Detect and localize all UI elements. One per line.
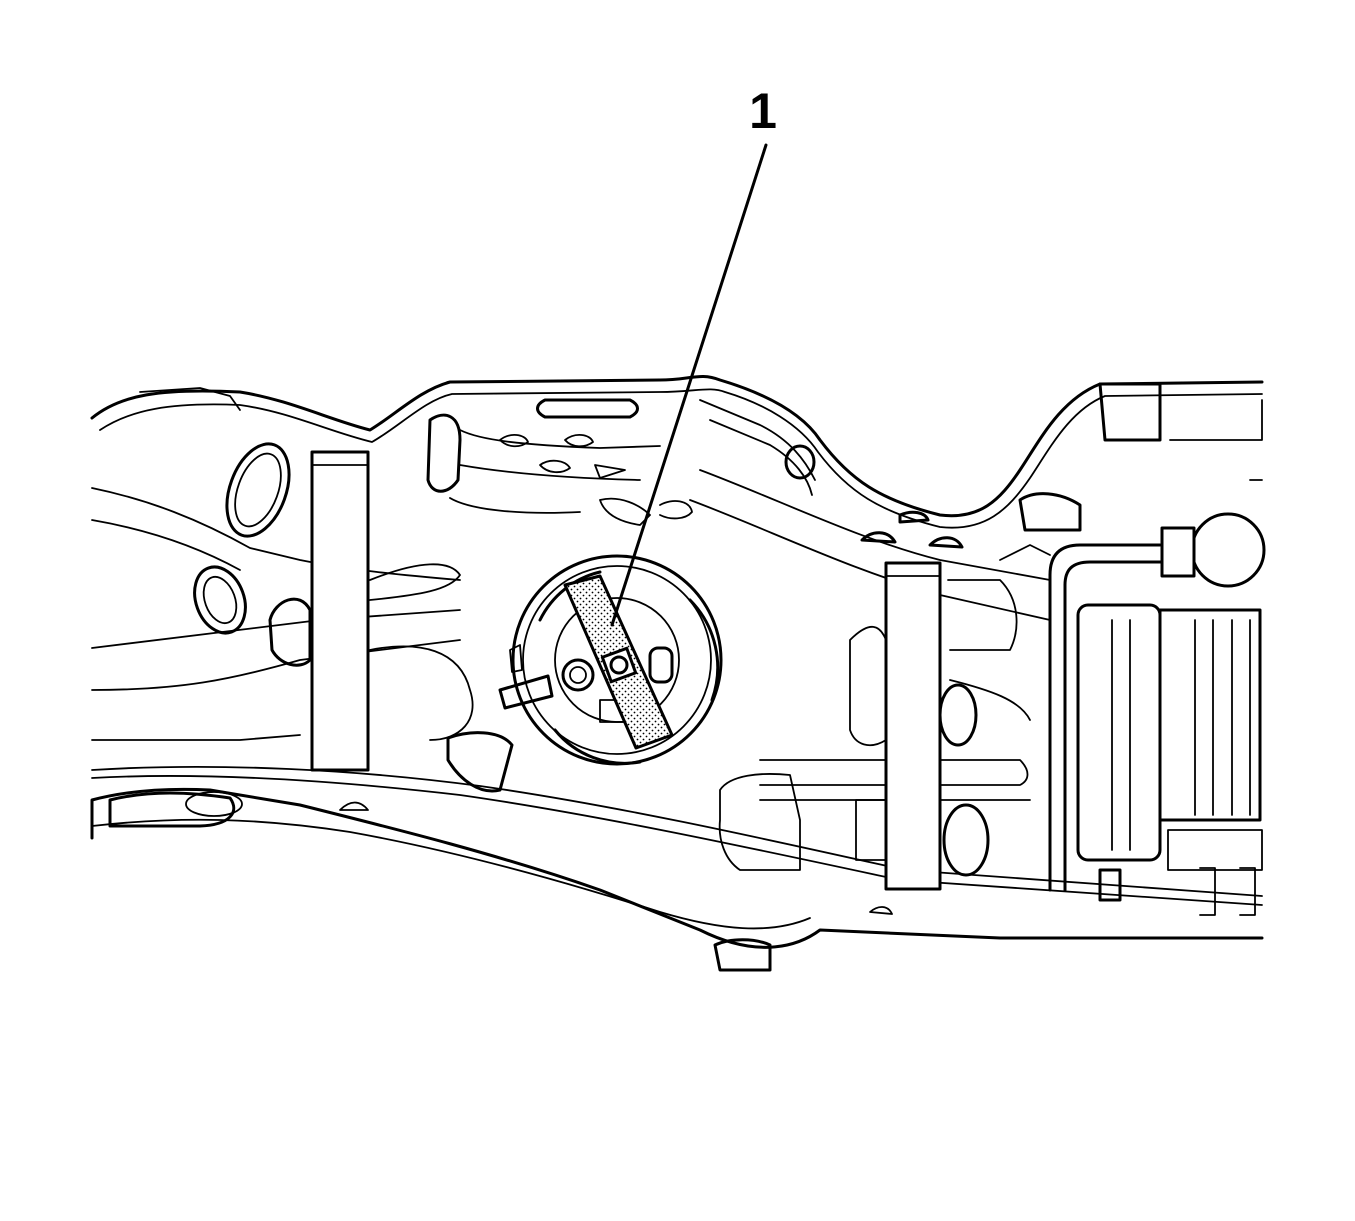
right-structure-detail <box>718 492 1082 877</box>
callout-1: 1 <box>610 83 777 627</box>
left-support-block <box>310 450 370 772</box>
lower-mounts <box>339 801 893 972</box>
lock-ring-tool <box>563 574 674 750</box>
right-support-block <box>884 561 942 891</box>
tank-upper-detail <box>426 398 816 526</box>
evap-canister-assembly <box>1048 382 1266 916</box>
callout-number: 1 <box>749 83 777 139</box>
underbody-outline <box>90 374 1264 949</box>
callout-leader-line <box>610 143 768 627</box>
left-structure-detail <box>108 387 514 828</box>
